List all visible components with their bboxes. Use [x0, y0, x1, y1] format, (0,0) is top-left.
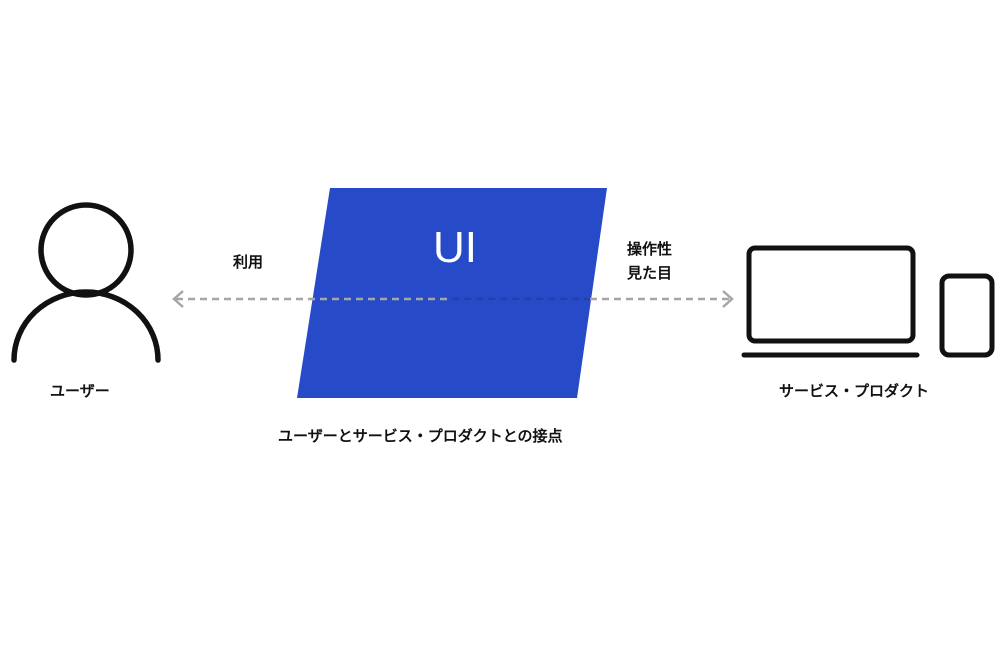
ui-label: UI	[433, 223, 477, 272]
appearance-label: 見た目	[627, 264, 673, 282]
person-icon	[11, 202, 161, 363]
arrow-right-head	[722, 290, 734, 308]
caption: ユーザーとサービス・プロダクトとの接点	[278, 427, 563, 445]
operability-label: 操作性	[627, 240, 673, 258]
double-arrow	[172, 290, 734, 308]
laptop-icon	[741, 245, 920, 358]
usage-label: 利用	[233, 253, 264, 271]
arrow-left-head	[172, 290, 184, 308]
smartphone-icon	[939, 273, 995, 358]
ui-parallelogram	[297, 188, 607, 398]
product-label: サービス・プロダクト	[779, 382, 930, 400]
user-label: ユーザー	[50, 382, 110, 400]
